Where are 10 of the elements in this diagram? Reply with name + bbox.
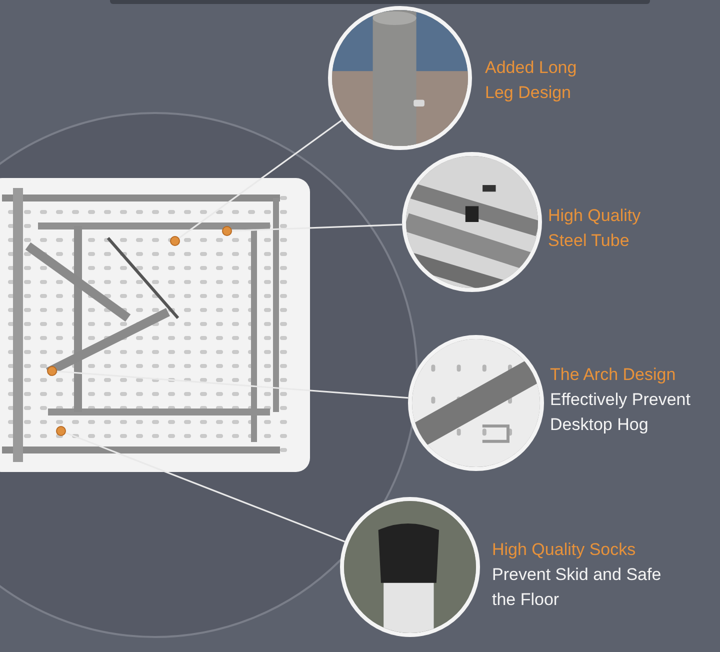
feature-title: High Quality Socks [492, 539, 637, 561]
leader-line [65, 432, 346, 542]
leader-line [178, 120, 342, 239]
feature-title: High Quality Steel Tube [548, 205, 642, 252]
feature-title: Added Long Leg Design [485, 57, 578, 104]
feature-title: The Arch Design [550, 364, 677, 386]
leader-line [232, 224, 402, 232]
leader-line [56, 370, 408, 399]
feature-description: Prevent Skid and Safe the Floor [492, 564, 662, 611]
feature-description: Effectively Prevent Desktop Hog [550, 389, 692, 436]
